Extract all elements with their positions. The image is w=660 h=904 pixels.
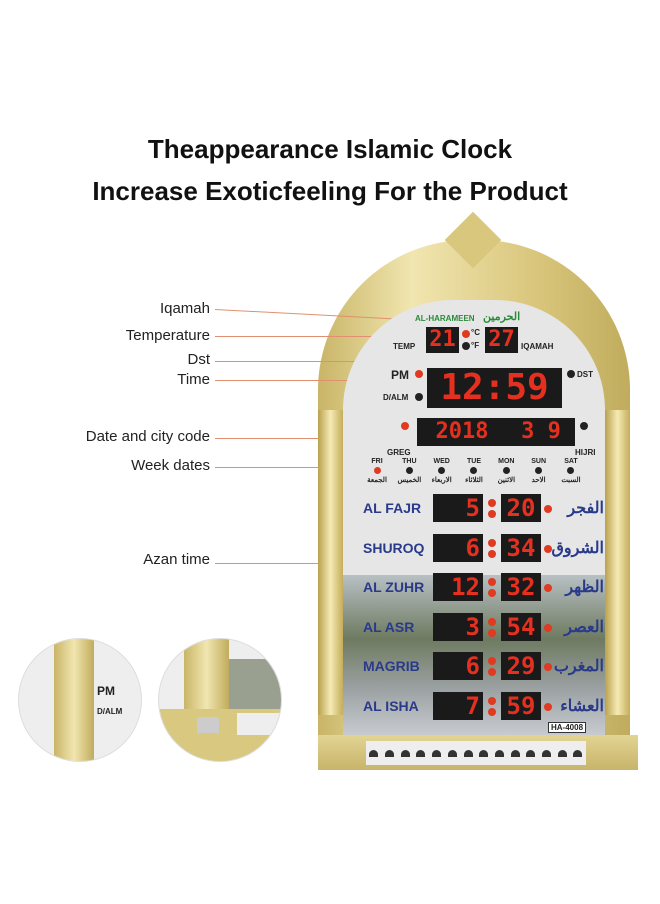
label-time: Time	[177, 371, 210, 388]
prayer-name-arabic: المغرب	[553, 658, 604, 675]
day-indicator	[405, 467, 413, 474]
greg-label: GREG	[387, 448, 411, 457]
inset-dalm-label: D/ALM	[97, 707, 123, 716]
prayer-name-arabic: الشروق	[551, 539, 604, 557]
day-indicator	[470, 467, 478, 474]
day-en: FRI	[371, 458, 383, 465]
brand: AL-HARAMEEN	[415, 314, 475, 323]
day-en: TUE	[466, 458, 481, 465]
day-thu: THU الخميس	[393, 458, 425, 484]
day-ar: الاربعاء	[431, 477, 452, 484]
prayer-minute: 20	[501, 494, 541, 522]
day-ar: الاثنين	[497, 477, 516, 484]
prayer-name-arabic: العشاء	[560, 697, 604, 715]
week-days: FRI الجمعة THU الخميس WED الاربعاء TUE الثلاثاء…	[361, 458, 587, 484]
dst-label: DST	[577, 370, 593, 379]
brand-arabic: الحرمين	[483, 311, 521, 323]
right-pillar	[605, 410, 630, 715]
prayer-minute: 59	[501, 691, 541, 720]
label-temperature: Temperature	[125, 327, 210, 344]
day-ar: السبت	[561, 477, 581, 484]
left-pillar	[318, 410, 343, 715]
day-ar: الثلاثاء	[465, 477, 483, 484]
prayer-name-arabic: الفجر	[567, 500, 604, 517]
button-base	[318, 735, 638, 770]
prayer-hour: 12	[433, 573, 483, 601]
day-ar: الجمعة	[367, 477, 387, 484]
prayer-name: AL ZUHR	[363, 579, 425, 595]
inset-pm-label: PM	[97, 684, 115, 698]
control-buttons[interactable]	[366, 741, 586, 765]
prayer-minute: 29	[501, 652, 541, 680]
clock-face: AL-HARAMEEN الحرمين TEMP 21 °C °F 27 IQA…	[343, 300, 605, 735]
day-mon: MON الاثنين	[490, 458, 522, 484]
prayer-hour: 3	[433, 612, 483, 641]
model-label: HA-4008	[548, 722, 587, 733]
prayer-hour: 6	[433, 533, 483, 562]
day-indicator	[567, 467, 575, 474]
prayer-name: SHUROQ	[363, 539, 425, 556]
prayer-hour: 5	[433, 494, 483, 522]
day-indicator	[535, 467, 543, 474]
city-code-display: 3 9	[507, 418, 575, 446]
prayer-minute: 34	[501, 533, 541, 562]
day-indicator	[502, 467, 510, 474]
day-en: SUN	[531, 458, 547, 465]
celsius: °C	[471, 328, 480, 337]
iqamah-display: 27	[485, 327, 518, 353]
prayer-name: AL ASR	[363, 618, 415, 635]
day-ar: الاحد	[531, 477, 546, 484]
year-display: 2018	[417, 418, 507, 446]
prayer-name: MAGRIB	[363, 658, 420, 674]
dalm-label: D/ALM	[383, 393, 409, 402]
day-ar: الخميس	[397, 477, 422, 484]
prayer-minute: 32	[501, 573, 541, 601]
label-date: Date and city code	[85, 428, 210, 445]
temp-label: TEMP	[393, 342, 416, 351]
day-indicator	[373, 467, 381, 474]
time-display: 12:59	[427, 368, 562, 408]
hijri-label: HIJRI	[575, 448, 596, 457]
label-dst: Dst	[187, 351, 211, 368]
day-en: WED	[433, 458, 450, 465]
fahrenheit: °F	[471, 341, 480, 350]
day-en: THU	[402, 458, 417, 465]
day-wed: WED الاربعاء	[426, 458, 458, 484]
prayer-name: AL ISHA	[363, 697, 419, 714]
headline-2: Increase Exoticfeeling For the Product	[92, 176, 568, 206]
prayer-hour: 7	[433, 691, 483, 720]
day-indicator	[438, 467, 446, 474]
iqamah-label: IQAMAH	[521, 342, 554, 351]
inset-pm-detail: PM D/ALM	[18, 638, 142, 762]
label-azan: Azan time	[143, 551, 210, 568]
headline-1: Theappearance Islamic Clock	[147, 134, 513, 164]
pm-label: PM	[391, 368, 409, 382]
day-fri: FRI الجمعة	[361, 458, 393, 484]
prayer-minute: 54	[501, 612, 541, 641]
prayer-name-arabic: العصر	[564, 618, 604, 636]
day-sat: SAT السبت	[555, 458, 587, 484]
day-en: SAT	[564, 458, 578, 465]
prayer-hour: 6	[433, 652, 483, 680]
prayer-name: AL FAJR	[363, 500, 422, 516]
day-sun: SUN الاحد	[523, 458, 555, 484]
inset-base-detail	[158, 638, 282, 762]
prayer-name-arabic: الظهر	[565, 579, 604, 596]
label-iqamah: Iqamah	[159, 300, 210, 317]
day-tue: TUE الثلاثاء	[458, 458, 490, 484]
temp-display: 21	[426, 327, 459, 353]
label-week: Week dates	[131, 457, 210, 474]
day-en: MON	[498, 458, 515, 465]
